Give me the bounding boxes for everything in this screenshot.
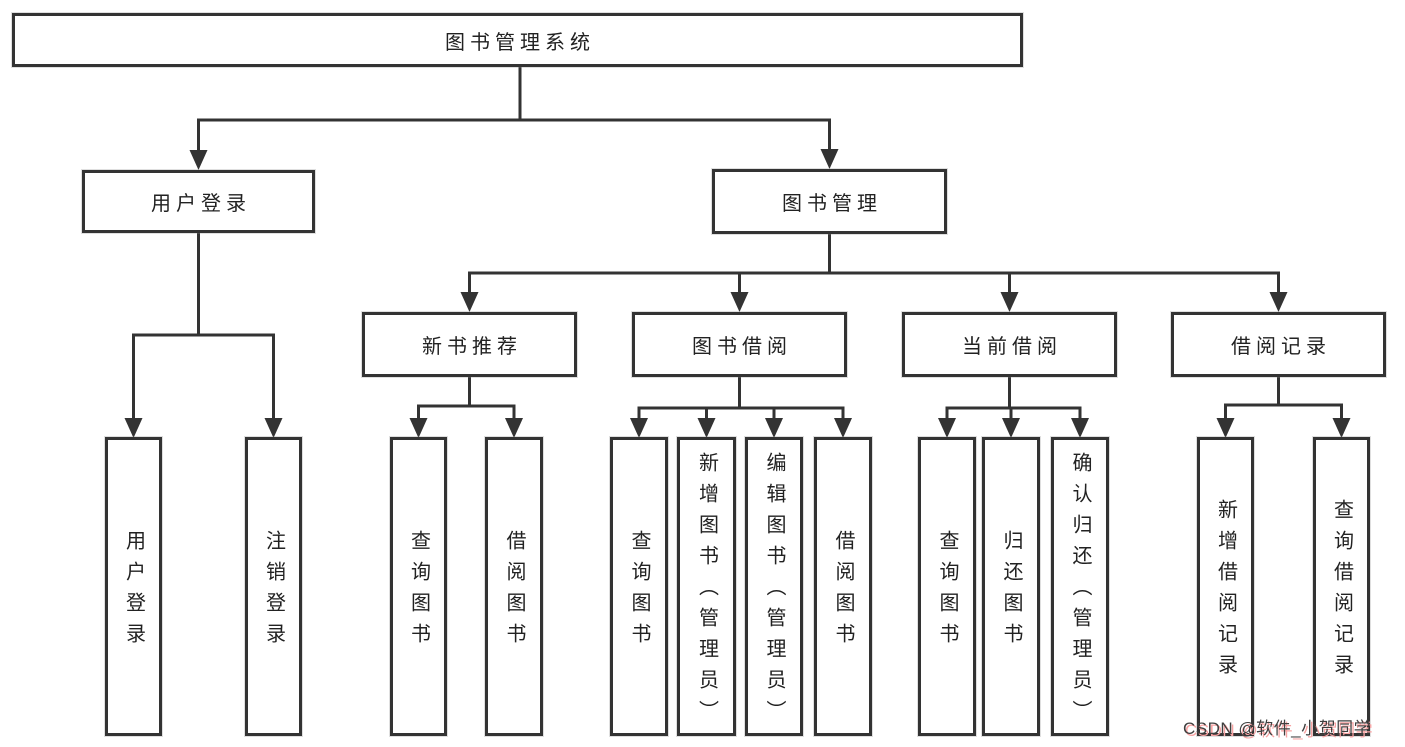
node-borrowing-records: 借阅记录 — [1171, 312, 1386, 377]
node-label: 编辑图书（管理员） — [763, 452, 785, 731]
leaf-add-borrow-record: 新增借阅记录 — [1197, 437, 1254, 736]
node-label: 用户登录 — [122, 529, 145, 654]
node-label: 归还图书 — [1000, 529, 1022, 654]
node-label: 图书管理 — [782, 193, 882, 215]
leaf-return-books: 归还图书 — [982, 437, 1040, 736]
leaf-query-books-borrowing: 查询图书 — [610, 437, 668, 736]
node-label: 确认归还（管理员） — [1069, 452, 1091, 731]
leaf-edit-books-admin: 编辑图书（管理员） — [745, 437, 803, 736]
node-current-borrowing: 当前借阅 — [902, 312, 1117, 377]
node-new-book-recommendation: 新书推荐 — [362, 312, 577, 377]
node-label: 借阅图书 — [832, 529, 854, 654]
node-user-login: 用户登录 — [82, 170, 315, 233]
node-label: 查询图书 — [407, 529, 430, 654]
leaf-add-books-admin: 新增图书（管理员） — [677, 437, 736, 736]
leaf-confirm-return-admin: 确认归还（管理员） — [1051, 437, 1109, 736]
node-label: 借阅图书 — [503, 529, 525, 654]
arrowheads — [124, 149, 1351, 438]
leaf-query-books-recommend: 查询图书 — [390, 437, 447, 736]
node-label: 用户登录 — [151, 193, 251, 215]
watermark: CSDN @软件_小贺同学 — [1183, 719, 1372, 738]
node-label: 注销登录 — [262, 529, 285, 654]
node-label: 图书管理系统 — [445, 31, 595, 54]
node-book-management: 图书管理 — [712, 169, 947, 234]
node-label: 新增图书（管理员） — [695, 452, 718, 731]
leaf-borrow-books-recommend: 借阅图书 — [485, 437, 543, 736]
leaf-logout-login: 注销登录 — [245, 437, 302, 736]
leaf-user-login: 用户登录 — [105, 437, 162, 736]
leaf-borrow-books: 借阅图书 — [814, 437, 872, 736]
node-label: 查询图书 — [628, 529, 650, 654]
node-label: 新书推荐 — [422, 336, 522, 358]
node-book-borrowing: 图书借阅 — [632, 312, 847, 377]
node-label: 图书借阅 — [692, 336, 792, 358]
node-label: 新增借阅记录 — [1214, 498, 1237, 685]
node-label: 查询借阅记录 — [1330, 498, 1353, 685]
node-label: 查询图书 — [936, 529, 958, 654]
node-label: 借阅记录 — [1231, 336, 1331, 358]
node-library-management-system: 图书管理系统 — [12, 13, 1023, 67]
leaf-query-books-current: 查询图书 — [918, 437, 976, 736]
leaf-query-borrow-record: 查询借阅记录 — [1313, 437, 1370, 736]
node-label: 当前借阅 — [962, 336, 1062, 358]
